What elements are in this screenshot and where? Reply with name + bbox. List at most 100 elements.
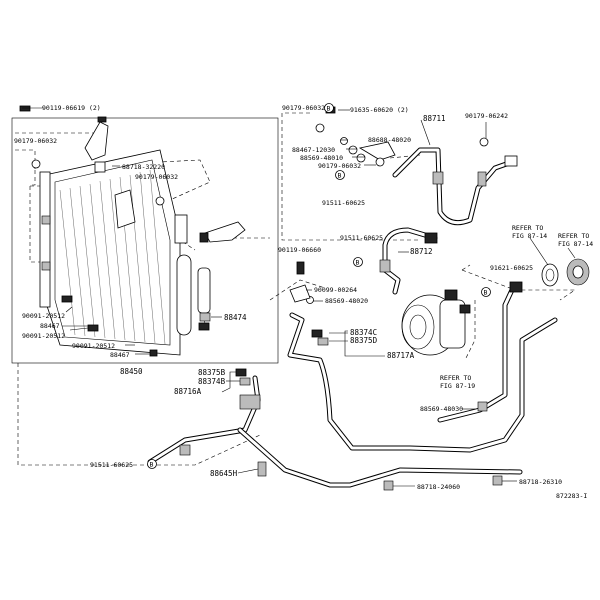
- right-mount: [204, 221, 246, 243]
- bracket-88569: [289, 284, 311, 303]
- pipe-88711: [392, 147, 515, 226]
- label-90099-00264: 90099-00264: [314, 286, 357, 294]
- label-88467-b: 88467: [110, 351, 130, 359]
- dash-outline-comp: [461, 269, 576, 301]
- label-88718-26310: 88718-26310: [519, 478, 562, 486]
- refer-fig-87-14-a-line1: REFER TO: [512, 224, 543, 232]
- mount-pad: [41, 261, 51, 271]
- bolt-90119-06660: [296, 261, 305, 275]
- pipe-88716a-long-inner: [238, 428, 522, 487]
- label-91511-60625-a: 91511-60625: [322, 199, 365, 207]
- compressor-fitting: [444, 289, 458, 301]
- bolt-mark: B: [481, 287, 491, 297]
- label-88374c: 88374C: [350, 328, 377, 337]
- pipe-88716a-block: [239, 394, 261, 410]
- diagram-id: 872283-I: [556, 492, 587, 500]
- assembly-dash: [164, 229, 196, 251]
- label-88718-24060: 88718-24060: [417, 483, 460, 491]
- label-88645h: 88645H: [210, 469, 238, 478]
- pipe-end-88717a: [509, 281, 523, 293]
- svg-text:B: B: [150, 461, 154, 469]
- upper-bracket: [84, 121, 109, 161]
- assembly-dash: [30, 170, 36, 186]
- condenser-side-tank: [39, 171, 51, 308]
- label-90091-20512-b: 90091-20512: [22, 332, 65, 340]
- bolt-mark: B: [324, 103, 334, 113]
- bolt-88467-a: [61, 295, 73, 303]
- label-90091-20512-c: 90091-20512: [72, 342, 115, 350]
- bolt-88467-c: [149, 349, 158, 357]
- sensor-88645h: [257, 461, 267, 477]
- label-88688-48020: 88688-48020: [368, 136, 411, 144]
- label-88375b: 88375B: [198, 368, 226, 377]
- fitting-88718-24060: [383, 480, 394, 491]
- label-88718-32220: 88718-32220: [122, 163, 165, 171]
- leader: [65, 306, 73, 313]
- washer-88688: [340, 137, 348, 145]
- label-88712: 88712: [410, 247, 433, 256]
- clutch-ring: [541, 263, 559, 287]
- pipe-end-88711: [504, 155, 518, 167]
- oring-88467: [348, 145, 358, 155]
- bracket-small: [94, 161, 106, 173]
- bracket-bolt: [97, 116, 107, 123]
- refer-fig-87-14-b-line2: FIG 87-14: [558, 240, 593, 248]
- pipe-88711-inner: [393, 148, 514, 225]
- fitting-88374b: [239, 377, 251, 386]
- clip-88569-48030: [477, 401, 488, 412]
- clutch-ring-inner: [545, 268, 555, 282]
- refer-fig-87-19-line1: REFER TO: [440, 374, 471, 382]
- bolt-mark: B: [335, 170, 345, 180]
- nut-90179-c: [315, 123, 325, 133]
- label-90179-06242: 90179-06242: [465, 112, 508, 120]
- pipe-88711-fitting: [477, 171, 487, 187]
- nut-90179-a: [31, 159, 41, 169]
- compressor-fitting: [459, 304, 471, 314]
- label-88569-48020: 88569-48020: [325, 297, 368, 305]
- svg-text:B: B: [338, 172, 342, 180]
- condenser-group-frame: [11, 117, 279, 364]
- label-90179-06032-d: 90179-06032: [318, 162, 361, 170]
- label-88569-48030: 88569-48030: [420, 405, 463, 413]
- label-88375d: 88375D: [350, 336, 378, 345]
- refer-fig-87-19-line2: FIG 87-19: [440, 382, 475, 390]
- assembly-dash: [15, 149, 36, 170]
- pipe-88711-fitting: [432, 171, 444, 185]
- bolt-88467-b: [87, 324, 99, 332]
- condenser-fins: [59, 169, 166, 345]
- label-88374b: 88374B: [198, 377, 226, 386]
- svg-text:B: B: [484, 289, 488, 297]
- fitting-88375d: [317, 337, 329, 346]
- leader: [420, 119, 431, 146]
- pipe-88711-bracket: [358, 141, 396, 161]
- label-88716a: 88716A: [174, 387, 202, 396]
- leader: [529, 237, 549, 266]
- condenser-core-inner: [54, 159, 171, 346]
- dash-outline-comp: [461, 264, 471, 271]
- leader: [344, 330, 385, 357]
- dash-outline-left: [17, 363, 150, 466]
- dash-outline-left: [150, 434, 261, 466]
- dash-outline-top: [389, 154, 421, 159]
- receiver-drier-bracket: [197, 267, 211, 314]
- label-90179-06032-a: 90179-06032: [14, 137, 57, 145]
- compressor-pulley-inner: [409, 314, 427, 340]
- nut-90179-b: [155, 196, 165, 206]
- label-90179-06032-b: 90179-06032: [135, 173, 178, 181]
- refer-fig-87-14-a-line2: FIG 87-14: [512, 232, 547, 240]
- svg-text:B: B: [356, 259, 360, 267]
- label-90091-20512-a: 90091-20512: [22, 312, 65, 320]
- leader: [221, 371, 236, 393]
- label-88474: 88474: [224, 313, 247, 322]
- oring-88569: [356, 153, 366, 163]
- label-91635-60620: 91635-60620 (2): [350, 106, 409, 114]
- fitting-88374c: [311, 329, 323, 338]
- bolt-mark: B: [353, 257, 363, 267]
- label-91511-60625-b: 91511-60625: [340, 234, 383, 242]
- bolt-90119-a: [19, 105, 31, 112]
- compressor-pulley: [401, 304, 435, 350]
- label-88717a: 88717A: [387, 351, 415, 360]
- nut-90179-d: [375, 157, 385, 167]
- label-91511-60625-c: 91511-60625: [90, 461, 133, 469]
